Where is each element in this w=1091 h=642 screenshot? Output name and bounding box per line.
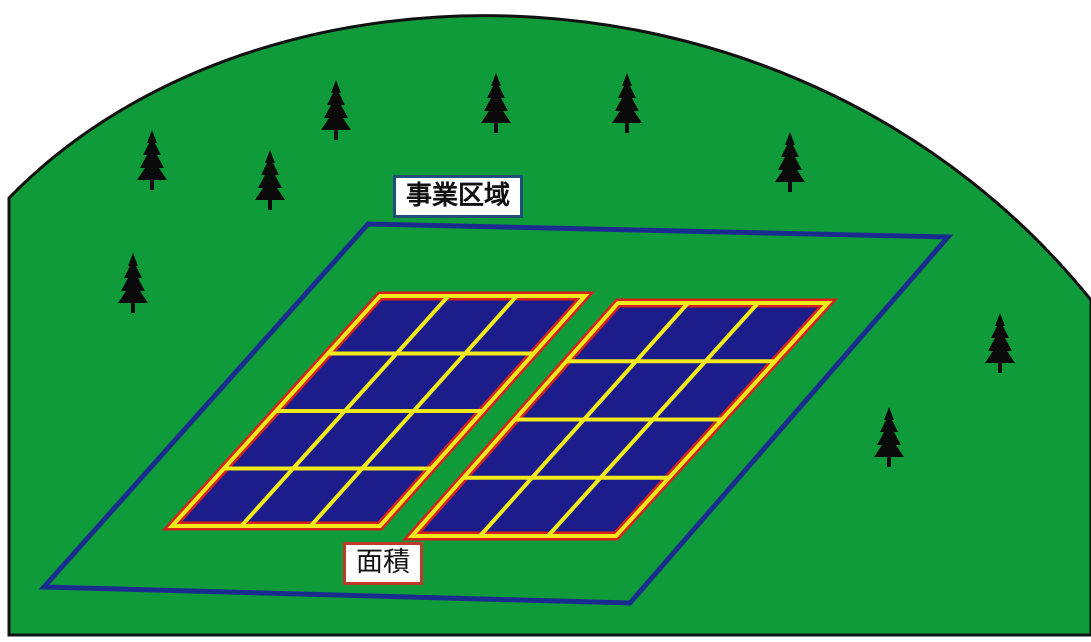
forest-trees (118, 73, 1015, 467)
project-area-boundary (38, 221, 954, 606)
panel-area-label-text: 面積 (356, 547, 410, 578)
tree-icon (481, 73, 511, 133)
tree-icon (775, 132, 805, 192)
tree-icon (118, 253, 148, 313)
tree-icon (612, 73, 642, 133)
right-array (402, 298, 839, 541)
tree-icon (321, 80, 351, 140)
tree-icon (985, 313, 1015, 373)
project-area-label: 事業区域 (393, 175, 524, 218)
tree-icon (874, 407, 904, 467)
tree-icon (255, 150, 285, 210)
left-array (161, 291, 596, 531)
panel-area-label: 面積 (343, 542, 423, 585)
project-area-label-text: 事業区域 (406, 181, 511, 211)
tree-icon (137, 130, 167, 190)
solar-panel-arrays (161, 291, 839, 541)
